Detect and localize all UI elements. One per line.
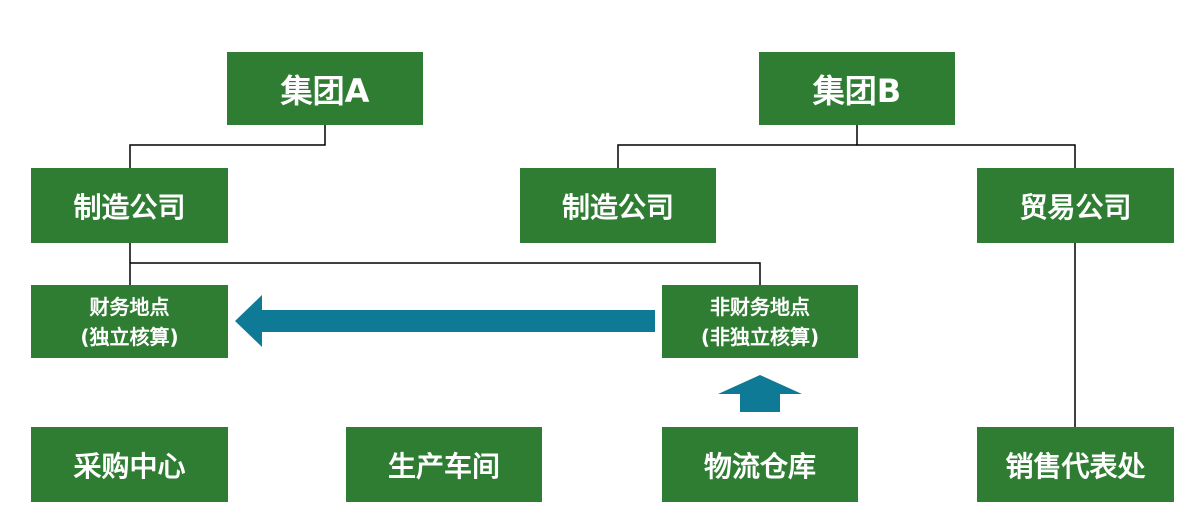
group-b-label: 集团B [812, 71, 902, 110]
trading-company-box: 贸易公司 [977, 168, 1174, 243]
nonfinance-site-box: 非财务地点 (非独立核算) [662, 285, 858, 358]
mfg-company-a-label: 制造公司 [73, 190, 186, 224]
purchasing-center-label: 采购中心 [73, 449, 186, 483]
sales-office-box: 销售代表处 [977, 427, 1174, 502]
group-b-box: 集团B [759, 52, 955, 125]
finance-site-note: (独立核算) [80, 324, 179, 349]
group-a-box: 集团A [227, 52, 423, 125]
connector-group-b-mfg [617, 125, 858, 168]
logistics-warehouse-label: 物流仓库 [703, 449, 816, 483]
sales-office-label: 销售代表处 [1005, 449, 1146, 483]
connector-mfg-nonfinance [130, 262, 761, 285]
left-arrow [235, 295, 655, 347]
connector-group-b-trading [857, 144, 1076, 168]
production-workshop-box: 生产车间 [346, 427, 542, 502]
finance-site-label: 财务地点 [89, 294, 170, 319]
up-arrow [718, 375, 802, 412]
mfg-company-b-label: 制造公司 [561, 190, 674, 224]
nonfinance-site-label: 非财务地点 [710, 294, 810, 319]
group-a-label: 集团A [280, 71, 370, 110]
nonfinance-site-note: (非独立核算) [700, 324, 820, 349]
mfg-company-a-box: 制造公司 [31, 168, 228, 243]
purchasing-center-box: 采购中心 [31, 427, 228, 502]
connector-group-a-mfg [129, 125, 326, 168]
logistics-warehouse-box: 物流仓库 [662, 427, 858, 502]
mfg-company-b-box: 制造公司 [520, 168, 716, 243]
production-workshop-label: 生产车间 [387, 449, 500, 483]
trading-company-label: 贸易公司 [1019, 190, 1132, 224]
finance-site-box: 财务地点 (独立核算) [31, 285, 228, 358]
